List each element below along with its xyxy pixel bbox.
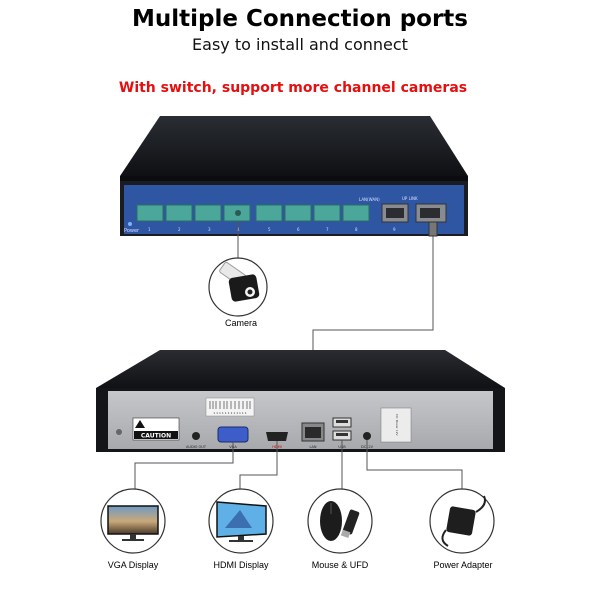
caution-label: CAUTION (141, 433, 171, 440)
switch-poe-ports (136, 204, 370, 222)
lan-wan-label: LAN(WAN) (359, 197, 380, 202)
port-number: 3 (208, 227, 211, 232)
poe-switch: Power LAN(WAN) UP LINK 1 2 3 4 5 6 7 8 9 (120, 116, 468, 236)
port-number: 8 (355, 227, 358, 232)
promo-banner: With switch, support more channel camera… (118, 80, 468, 96)
camera-label: Camera (224, 318, 257, 328)
port-number: 5 (268, 227, 271, 232)
page-subtitle: Easy to install and connect (192, 35, 408, 54)
port-number: 7 (326, 227, 329, 232)
page-title: Multiple Connection ports (132, 6, 468, 32)
power-sticker: DC Power 12V (395, 414, 399, 436)
port-number: 6 (297, 227, 300, 232)
power-label: Power (124, 228, 140, 234)
port-number: 2 (178, 227, 181, 232)
nvr-recorder: CAUTION 1 1 1 1 1 1 1 1 1 1 1 1 AUDIO OU… (96, 350, 505, 452)
hdmi-display-label: HDMI Display (213, 560, 269, 570)
port-number: 9 (393, 227, 396, 232)
lan-label: LAN (309, 445, 316, 449)
hdmi-display-device (208, 488, 274, 554)
serial-label: 1 1 1 1 1 1 1 1 1 1 1 1 (213, 411, 246, 415)
audio-out-label: AUDIO OUT (186, 445, 207, 449)
mouse-ufd-device (307, 488, 373, 554)
mouse-ufd-label: Mouse & UFD (311, 560, 369, 570)
port-number: 1 (148, 227, 151, 232)
camera-device (208, 257, 268, 317)
vga-display-device (100, 488, 166, 554)
uplink-label: UP LINK (402, 196, 418, 201)
nvr-cables (134, 440, 463, 490)
vga-display-label: VGA Display (107, 560, 159, 570)
power-adapter-device (429, 488, 495, 554)
power-adapter-label: Power Adapter (433, 560, 493, 570)
